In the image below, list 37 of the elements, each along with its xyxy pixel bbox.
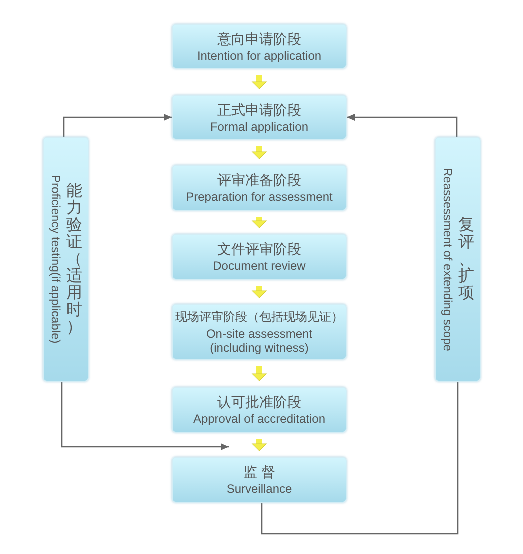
- process-box: [172, 24, 347, 69]
- title-text: 复评、扩项: [458, 217, 475, 302]
- arrow: [347, 114, 458, 137]
- process-box: [172, 95, 347, 140]
- vertical-box: [43, 137, 89, 382]
- title-text: 监 督: [244, 464, 276, 481]
- subtitle-text: Proficiency testing(if applicable): [49, 175, 63, 344]
- arrow: [252, 75, 267, 90]
- subtitle-text: Approval of accreditation: [193, 412, 326, 426]
- process-box: [172, 234, 347, 280]
- subtitle-text: Reassessment of extending scope: [441, 168, 455, 352]
- vertical-box: [435, 137, 481, 382]
- subtitle-text: Formal application: [210, 120, 309, 134]
- arrow: [63, 114, 172, 137]
- process-box: [172, 165, 347, 211]
- title-text: 文件评审阶段: [218, 241, 302, 258]
- arrow: [252, 439, 267, 452]
- arrow: [252, 366, 267, 382]
- title-text: 正式申请阶段: [218, 102, 302, 118]
- title-text: 能力验证（适用时）: [66, 183, 83, 336]
- process-box: [172, 457, 347, 503]
- subtitle-text: Surveillance: [226, 482, 292, 496]
- arrow: [252, 146, 267, 160]
- subtitle-text: On-site assessment (including witness): [205, 327, 314, 355]
- subtitle-text: Intention for application: [197, 48, 322, 62]
- title-text: 认可批准阶段: [218, 394, 302, 411]
- arrow: [252, 217, 267, 228]
- arrow: [61, 382, 229, 450]
- process-box: [172, 304, 347, 360]
- title-text: 意向申请阶段: [218, 30, 302, 48]
- process-box: [172, 387, 347, 433]
- title-text: 现场评审阶段（包括现场见证）: [176, 309, 344, 326]
- arrow: [252, 286, 267, 298]
- subtitle-text: Document review: [213, 259, 306, 273]
- subtitle-text: Preparation for assessment: [186, 190, 333, 204]
- title-text: 评审准备阶段: [218, 172, 302, 189]
- connector-line: [261, 382, 459, 535]
